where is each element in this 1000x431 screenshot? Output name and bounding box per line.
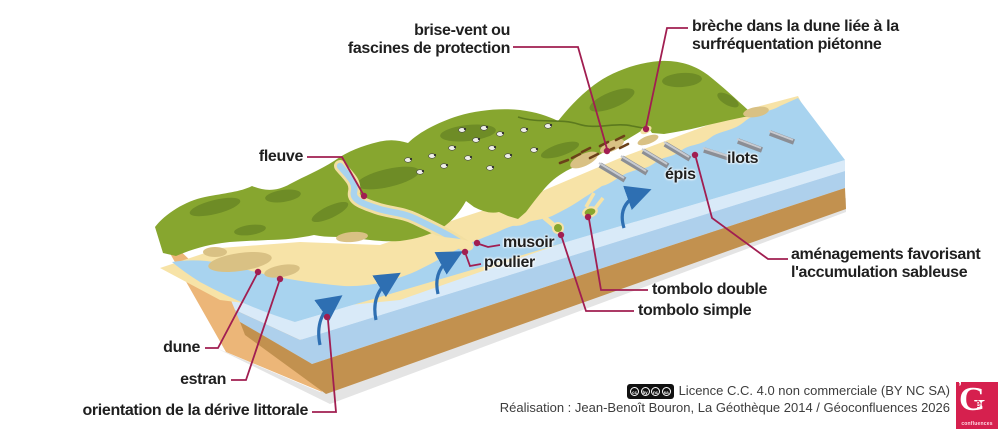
- label-derive-littorale: orientation de la dérive littorale: [82, 402, 309, 419]
- label-poulier: poulier: [484, 254, 535, 271]
- cc-license-icons: cc by nc sa: [627, 384, 674, 399]
- label-amenagements-line2: l'accumulation sableuse: [791, 263, 968, 281]
- label-brise-vent-line1: brise-vent ou: [414, 22, 510, 39]
- label-tombolo-simple: tombolo simple: [638, 302, 752, 319]
- logo-eo: éo: [975, 398, 988, 410]
- cc-by-icon: by: [640, 387, 650, 396]
- cc-sa-icon: sa: [661, 387, 671, 396]
- licence-text: Licence C.C. 4.0 non commerciale (BY NC …: [678, 383, 950, 399]
- leader-dots: [254, 125, 699, 321]
- river: [334, 160, 474, 251]
- groynes: [598, 141, 692, 183]
- label-brise-vent: brise-vent ou fascines de protection: [348, 22, 510, 58]
- logo-letter-g: G: [959, 382, 986, 418]
- leader-lines: [205, 27, 788, 413]
- label-estran: estran: [180, 371, 226, 388]
- label-ilots: ilots: [727, 150, 759, 167]
- credit-line: Réalisation : Jean-Benoît Bouron, La Géo…: [499, 400, 950, 415]
- label-amenagements: aménagements favorisant l'accumulation s…: [791, 246, 981, 282]
- drift-arrows: [314, 185, 652, 346]
- label-breche-line1: brèche dans la dune liée à la: [692, 18, 899, 35]
- label-dune: dune: [163, 339, 200, 356]
- label-breche-line2: surfréquentation piétonne: [692, 35, 882, 53]
- geoconfluences-logo: ’ G éo confluences: [956, 382, 998, 429]
- label-fleuve: fleuve: [258, 148, 304, 165]
- label-tombolo-double: tombolo double: [652, 281, 768, 298]
- cc-icon: cc: [630, 387, 640, 396]
- label-epis: épis: [665, 166, 696, 183]
- label-brise-vent-line2: fascines de protection: [347, 39, 510, 57]
- label-breche: brèche dans la dune liée à la surfréquen…: [692, 18, 899, 54]
- breakwaters-ilots: [702, 130, 795, 161]
- sheep-flock: [404, 123, 553, 175]
- logo-name: confluences: [961, 421, 993, 427]
- cc-nc-icon: nc: [651, 387, 661, 396]
- fascines: [558, 134, 630, 165]
- label-musoir: musoir: [503, 234, 555, 251]
- label-amenagements-line1: aménagements favorisant: [791, 246, 981, 263]
- vegetation-patches: [189, 72, 739, 236]
- licence-line: cc by nc sa Licence C.C. 4.0 non commerc…: [627, 383, 950, 399]
- logo-apostrophe: ’: [958, 382, 962, 394]
- sand-spit-poulier: [431, 235, 474, 251]
